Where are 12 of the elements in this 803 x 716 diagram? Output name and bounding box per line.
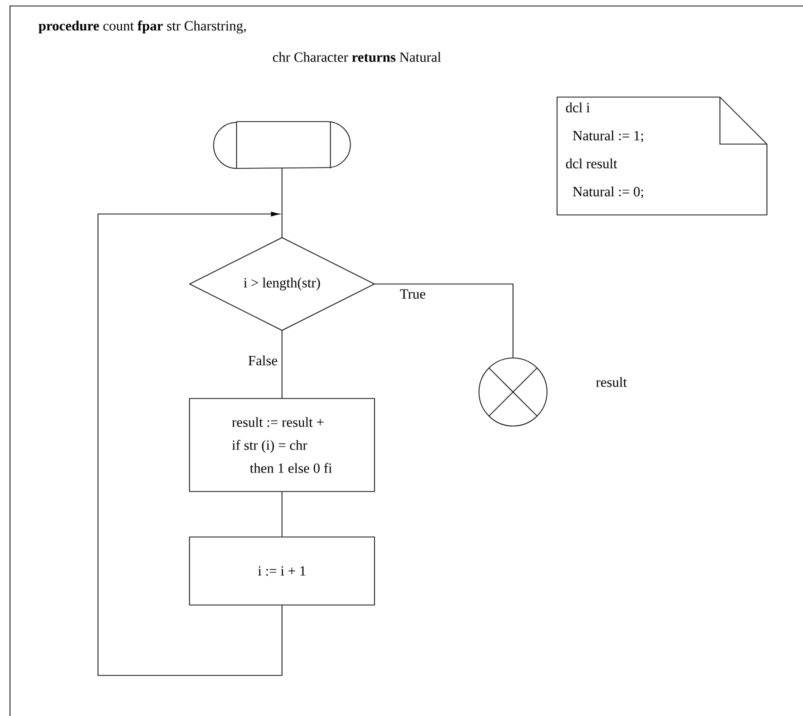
connector bbox=[98, 212, 282, 676]
comment-note: dcl i Natural := 1; dcl result Natural := 0; bbox=[556, 96, 768, 216]
connector bbox=[374, 284, 514, 358]
return-label: result bbox=[596, 377, 627, 387]
task-box: result := result + if str (i) = chr then 1 else 0 fi bbox=[189, 398, 375, 492]
edge-label: True bbox=[398, 288, 427, 300]
start-symbol bbox=[213, 121, 351, 169]
task-box: i := i + 1 bbox=[189, 536, 375, 606]
header-text: procedure count fpar str Charstring, bbox=[38, 20, 246, 34]
return-symbol bbox=[478, 358, 548, 426]
edge-label: False bbox=[247, 354, 279, 366]
header-text: chr Character returns Natural bbox=[272, 52, 441, 62]
